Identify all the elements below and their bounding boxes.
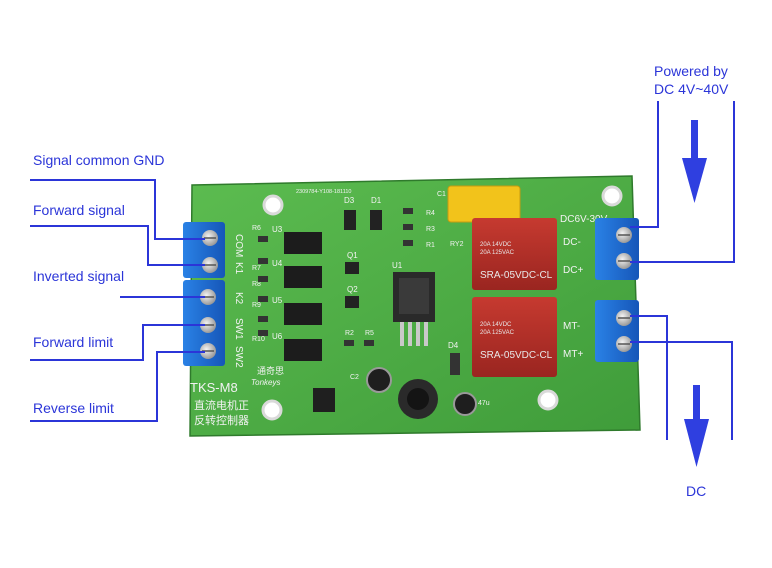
silk-dc-minus: DC- [563,237,581,248]
relay-1: 20A 14VDC 20A 125VAC SRA-05VDC-CL [472,218,557,290]
leader-signal-gnd [30,179,205,240]
svg-text:47u: 47u [478,400,490,407]
leader-dc-minus [630,101,659,228]
svg-text:20A 125VAC: 20A 125VAC [480,250,515,256]
left-terminal-silk: COM K1 K2 SW1 SW2 [233,234,244,368]
brand-cn-silk: 通奇思 [257,365,284,376]
relay-2: 20A 14VDC 20A 125VAC SRA-05VDC-CL [472,297,557,377]
board-title-silk: TKS-M8 通奇思 Tonkeys 直流电机正 反转控制器 [190,365,284,427]
svg-text:D1: D1 [371,196,382,205]
model-silk: TKS-M8 [190,380,238,395]
screw-com [202,230,218,246]
svg-text:R8: R8 [252,281,261,288]
desc-cn-line2: 反转控制器 [194,413,249,427]
svg-text:20A 125VAC: 20A 125VAC [480,330,515,336]
left-leader-lines [30,179,205,422]
leader-dc-plus [630,101,735,263]
screw-k1 [202,257,218,273]
silk-k1: K1 [233,262,244,275]
svg-text:R4: R4 [426,210,435,217]
svg-text:U5: U5 [272,296,283,305]
silk-sw2: SW2 [233,346,244,368]
svg-text:D3: D3 [344,196,355,205]
label-forward-limit: Forward limit [33,334,114,350]
left-terminal-block [183,222,225,366]
smd-parts [258,208,460,375]
yellow-capacitor [447,185,521,223]
down-arrow-icon [684,385,709,467]
label-reverse-limit: Reverse limit [33,400,114,416]
svg-text:R7: R7 [252,265,261,272]
right-silk: DC6V-30V DC- DC+ MT- MT+ [560,214,608,360]
svg-text:SRA-05VDC-CL: SRA-05VDC-CL [480,350,553,361]
optocouplers [284,232,322,361]
right-leader-lines [630,101,735,440]
leader-mt-plus [630,341,733,440]
svg-text:R6: R6 [252,225,261,232]
power-range-silk: DC6V-30V [560,214,608,225]
svg-text:C2: C2 [350,374,359,381]
svg-text:20A 14VDC: 20A 14VDC [480,322,512,328]
svg-text:R10: R10 [252,336,265,343]
label-inverted-signal: Inverted signal [33,268,125,284]
silk-mt-plus: MT+ [563,349,583,360]
svg-text:U6: U6 [272,332,283,341]
svg-text:U1: U1 [392,261,403,270]
capacitors: 47u [366,367,490,419]
silk-dc-plus: DC+ [563,265,583,276]
svg-text:D4: D4 [448,341,459,350]
leader-forward-signal [30,225,205,266]
component-silk: U3 U4 U5 U6 R6 R7 R8 R9 R10 Q1 Q2 U1 D3 … [252,189,464,381]
leader-reverse-limit [30,351,205,422]
silk-mt-minus: MT- [563,321,580,332]
label-forward-signal: Forward signal [33,202,125,218]
svg-text:C1: C1 [437,191,446,198]
silk-k2: K2 [233,292,244,305]
svg-text:R5: R5 [365,330,374,337]
svg-text:Q2: Q2 [347,285,358,294]
leader-mt-minus [630,315,668,440]
label-voltage-range: DC 4V~40V [654,81,729,97]
svg-text:20A 14VDC: 20A 14VDC [480,242,512,248]
svg-text:R2: R2 [345,330,354,337]
svg-text:RY2: RY2 [450,241,464,248]
svg-text:U3: U3 [272,225,283,234]
label-signal-common-gnd: Signal common GND [33,152,165,168]
leader-forward-limit [30,324,205,361]
right-terminal-motor [595,300,639,362]
regulator-ic [393,272,435,346]
svg-text:U4: U4 [272,259,283,268]
svg-text:R1: R1 [426,242,435,249]
svg-text:R3: R3 [426,226,435,233]
brand-silk: Tonkeys [251,378,281,387]
small-ic [313,388,335,412]
label-powered-by: Powered by [654,63,728,79]
silk-com: COM [233,234,244,257]
svg-text:R9: R9 [252,302,261,309]
right-terminal-power [595,218,639,280]
svg-text:SRA-05VDC-CL: SRA-05VDC-CL [480,270,553,281]
serial-number: 2309784-Y108-181110 [296,189,351,195]
svg-text:Q1: Q1 [347,251,358,260]
label-dc-output: DC [686,483,707,499]
down-arrow-icon [682,120,707,203]
desc-cn-line1: 直流电机正 [194,398,249,412]
silk-sw1: SW1 [233,318,244,340]
